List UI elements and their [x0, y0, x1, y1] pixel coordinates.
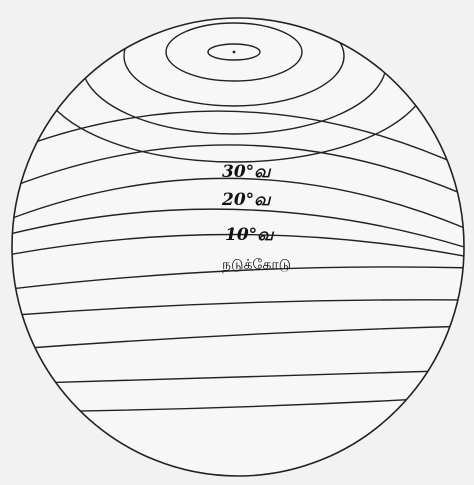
label-lat-10: 10°வ: [225, 225, 275, 245]
label-lat-30: 30°வ: [222, 162, 272, 182]
pole-dot: [233, 51, 236, 54]
label-lat-20: 20°வ: [221, 190, 272, 210]
label-equator: நடுக்கோடு: [222, 257, 291, 273]
